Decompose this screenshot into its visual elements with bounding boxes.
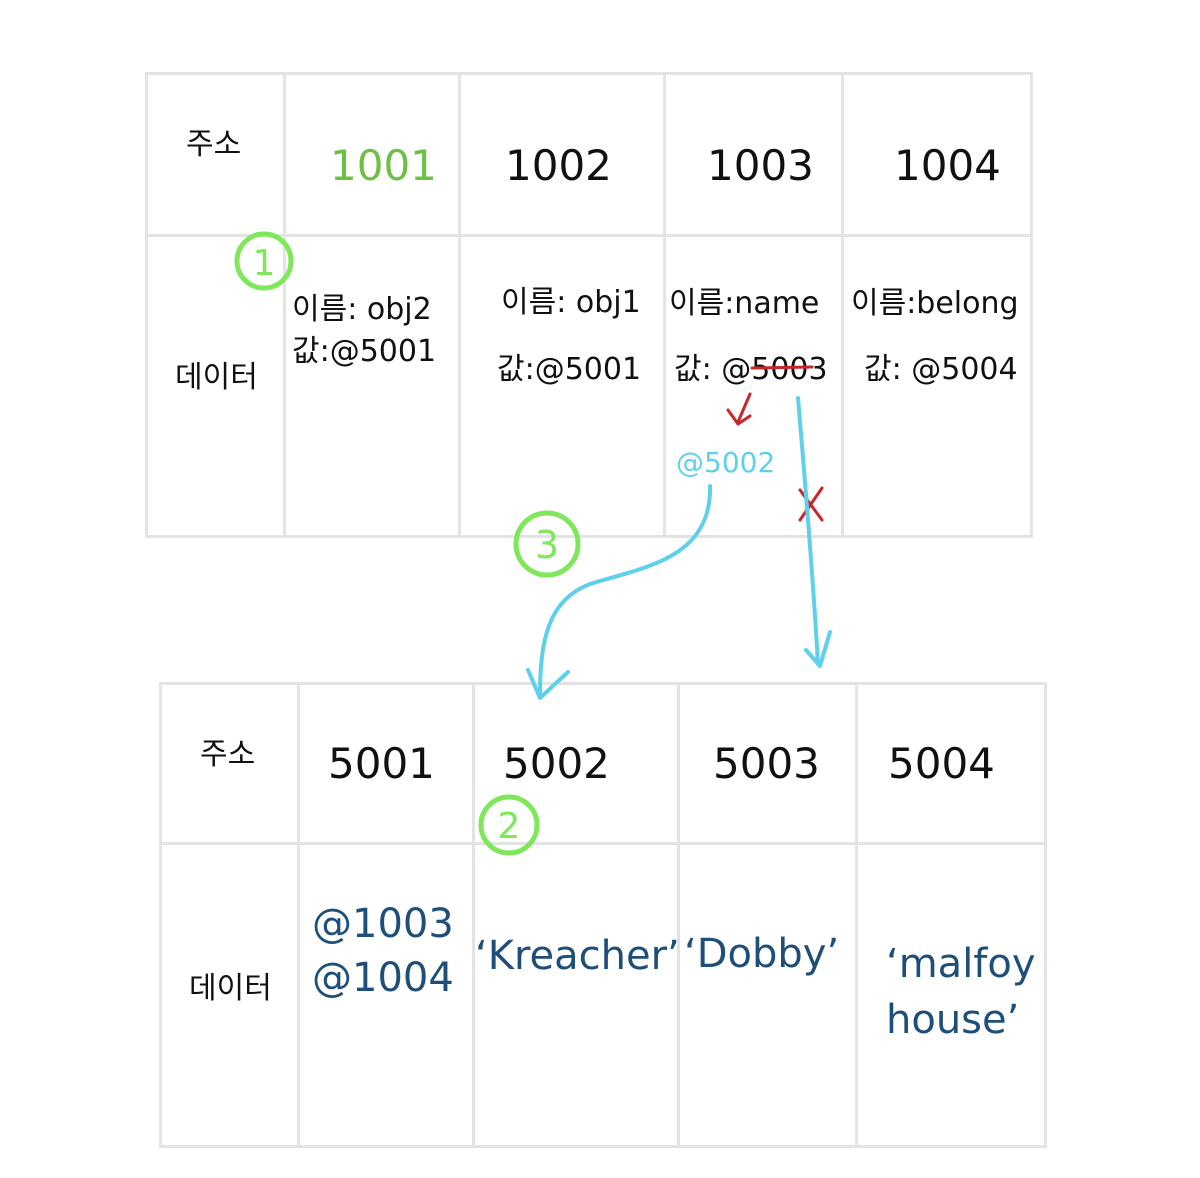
- top-memory-table: 주소 1001 1002 1003 1004 데이터 이름: obj2 값:@5…: [145, 72, 1033, 538]
- top-address-cell-1002: 1002: [461, 75, 666, 237]
- obj2-value: 값:@5001: [292, 334, 437, 369]
- address-1002: 1002: [505, 141, 612, 190]
- top-address-label: 주소: [186, 127, 242, 162]
- bottom-data-cell-5003: ‘Dobby’: [680, 845, 858, 1145]
- object-5001-ref-2: @1004: [312, 955, 454, 1001]
- bottom-address-cell-5003: 5003: [680, 685, 858, 845]
- address-5003: 5003: [713, 739, 820, 788]
- top-address-cell-1001: 1001: [286, 75, 461, 237]
- top-address-cell-1004: 1004: [844, 75, 1030, 237]
- object-5001-ref-1: @1003: [312, 901, 454, 947]
- string-malfoy-line1: ‘malfoy: [886, 941, 1036, 987]
- bottom-data-cell-5004: ‘malfoy house’: [858, 845, 1044, 1145]
- bottom-address-label-cell: 주소: [162, 685, 300, 845]
- address-5001: 5001: [328, 739, 435, 788]
- bottom-data-cell-5002: ‘Kreacher’: [475, 845, 680, 1145]
- obj2-name: 이름: obj2: [292, 292, 432, 327]
- belong-property-name: 이름:belong: [851, 286, 1019, 321]
- belong-property-value: 값: @5004: [864, 352, 1018, 387]
- bottom-data-label-cell: 데이터: [162, 845, 300, 1145]
- top-data-cell-1004: 이름:belong 값: @5004: [844, 237, 1030, 535]
- address-1003: 1003: [707, 141, 814, 190]
- top-data-cell-1003: 이름:name 값: @5003: [666, 237, 844, 535]
- bottom-address-cell-5002: 5002: [475, 685, 680, 845]
- bottom-address-cell-5004: 5004: [858, 685, 1044, 845]
- obj1-value: 값:@5001: [497, 352, 642, 387]
- top-data-cell-1002: 이름: obj1 값:@5001: [461, 237, 666, 535]
- bottom-memory-table: 주소 5001 5002 5003 5004 데이터 @1003 @1004 ‘…: [159, 682, 1047, 1148]
- cyan-arrowhead-5003-icon: [804, 630, 832, 668]
- address-5004: 5004: [888, 739, 995, 788]
- string-malfoy-line2: house’: [886, 997, 1020, 1043]
- string-dobby: ‘Dobby’: [684, 931, 840, 977]
- bottom-address-cell-5001: 5001: [300, 685, 475, 845]
- top-data-label: 데이터: [175, 360, 258, 395]
- bottom-data-cell-5001: @1003 @1004: [300, 845, 475, 1145]
- new-value-annotation: @5002: [676, 446, 776, 479]
- address-1004: 1004: [894, 141, 1001, 190]
- top-address-cell-1003: 1003: [666, 75, 844, 237]
- top-data-label-cell: 데이터: [148, 237, 286, 535]
- string-kreacher: ‘Kreacher’: [475, 933, 680, 979]
- obj1-name: 이름: obj1: [501, 285, 641, 320]
- bottom-address-label: 주소: [200, 737, 256, 772]
- bottom-data-label: 데이터: [189, 971, 272, 1006]
- address-1001: 1001: [330, 141, 437, 190]
- name-property-name: 이름:name: [669, 286, 820, 321]
- top-data-cell-1001: 이름: obj2 값:@5001: [286, 237, 461, 535]
- top-address-label-cell: 주소: [148, 75, 286, 237]
- address-5002: 5002: [503, 739, 610, 788]
- name-property-value: 값: @5003: [674, 352, 828, 387]
